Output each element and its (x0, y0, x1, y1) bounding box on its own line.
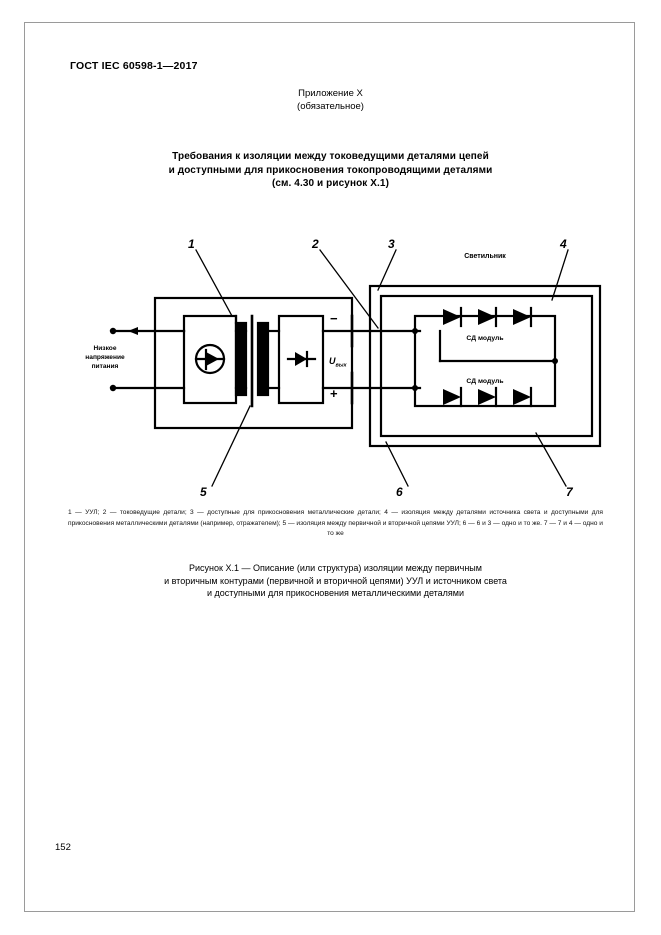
rectifier-diode-triangle (295, 352, 307, 366)
page-title-line-3: (см. 4.30 и рисунок X.1) (271, 178, 390, 189)
node-bottom (412, 385, 418, 391)
figure-x1: Низкое напряжение питания − + Uвых Свети… (0, 228, 661, 508)
led-diode-row-bottom (443, 386, 533, 408)
transformer-primary (234, 321, 248, 397)
page-title-line-2: и доступными для прикосновения токопрово… (168, 164, 493, 176)
input-terminal-top (109, 327, 117, 335)
page-number: 152 (55, 842, 71, 853)
led-module-label-top: СД модуль (466, 335, 503, 342)
input-label-line-2: напряжение (85, 354, 125, 361)
callout-6: 6 (396, 485, 403, 499)
callout-4: 4 (559, 237, 567, 251)
callout-2: 2 (311, 237, 319, 251)
callout-7: 7 (566, 485, 574, 499)
output-polarity-minus: − (330, 311, 338, 326)
converter-symbol-triangle (206, 352, 219, 366)
input-label-line-1: Низкое (93, 345, 116, 352)
callout-leaders (195, 249, 569, 487)
callout-1: 1 (188, 237, 195, 251)
driver-enclosure (153, 296, 354, 430)
node-mid (552, 358, 558, 364)
annex-title: Приложение X (298, 88, 363, 99)
input-arrow (128, 327, 138, 335)
rectifier-block (277, 314, 325, 405)
figure-caption-line-3: и доступными для прикосновения металличе… (206, 588, 465, 598)
input-terminal-bottom (109, 384, 117, 392)
page-border (24, 22, 635, 912)
led-diode-row-top (443, 306, 533, 328)
luminaire-label: Светильник (464, 253, 506, 260)
figure-caption-line-1: Рисунок X.1 — Описание (или структура) и… (189, 563, 482, 573)
page-title-line-1: Требования к изоляции между токоведущими… (172, 151, 489, 162)
callout-3: 3 (388, 237, 395, 251)
output-polarity-plus: + (330, 386, 338, 401)
annex-heading: Приложение X (обязательное) (0, 88, 661, 113)
standard-header: ГОСТ IEC 60598-1—2017 (70, 60, 198, 72)
led-module-label-bottom: СД модуль (466, 378, 503, 385)
output-voltage-label: Uвых (329, 356, 348, 369)
luminaire-enclosure-inner (379, 294, 594, 438)
callout-5: 5 (200, 485, 207, 499)
figure-caption: Рисунок X.1 — Описание (или структура) и… (70, 562, 601, 600)
input-label-line-3: питания (92, 363, 119, 370)
luminaire-enclosure-outer (368, 284, 602, 448)
figure-legend: 1 — УУЛ; 2 — токоведущие детали; 3 — дос… (68, 509, 603, 537)
node-top (412, 328, 418, 334)
annex-subtitle: (обязательное) (297, 100, 364, 112)
figure-caption-line-2: и вторичным контурами (первичной и втори… (164, 575, 507, 586)
transformer-secondary (256, 321, 270, 397)
page-title: Требования к изоляции между токоведущими… (60, 150, 601, 191)
